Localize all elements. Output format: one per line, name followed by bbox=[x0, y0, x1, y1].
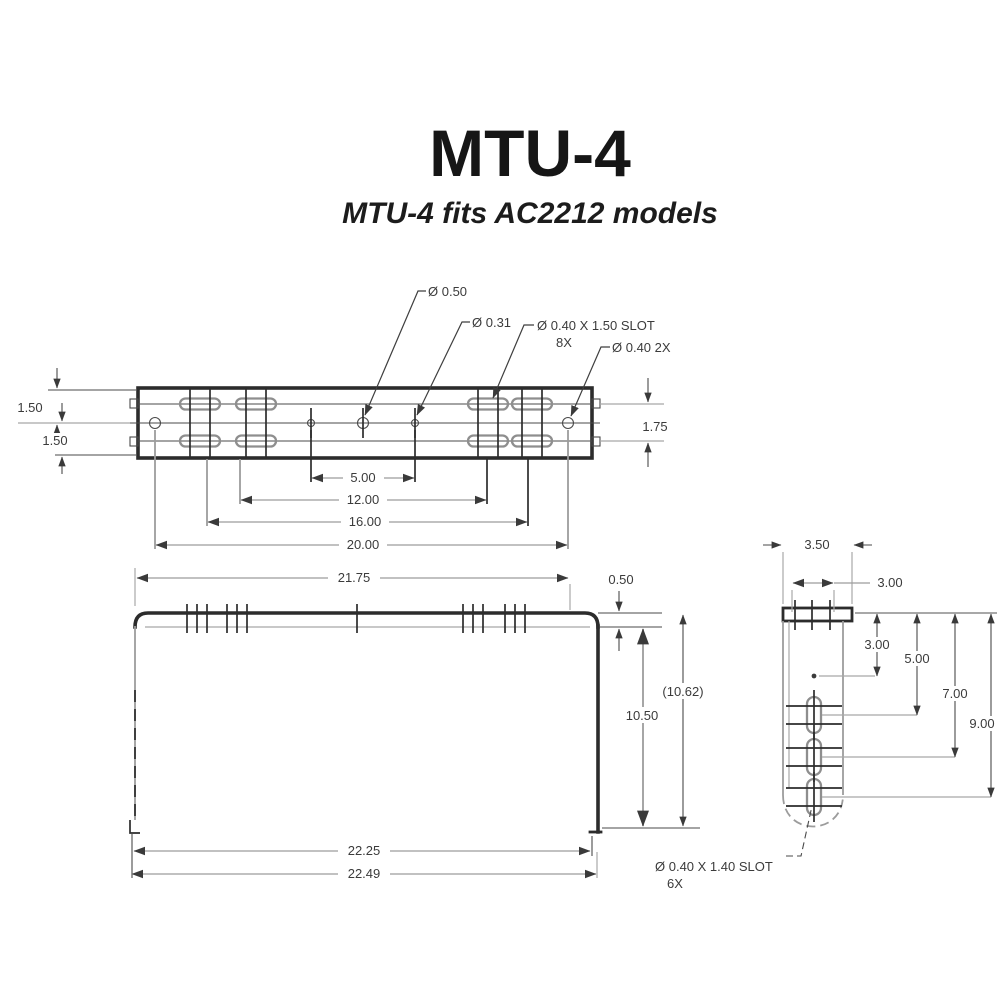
dim-right-175: 1.75 bbox=[642, 419, 667, 434]
front-view-top-edge bbox=[133, 611, 600, 629]
dim-vertical-stack: 3.00 5.00 7.00 9.00 bbox=[822, 613, 1000, 798]
dim-left-lower: 1.50 bbox=[42, 433, 67, 448]
page-subtitle: MTU-4 fits AC2212 models bbox=[342, 197, 718, 230]
leader-slot8 bbox=[492, 324, 534, 399]
dim-right: 1.75 bbox=[600, 378, 668, 467]
svg-text:21.75: 21.75 bbox=[338, 570, 371, 585]
callout-slot6-line2: 6X bbox=[667, 876, 683, 891]
callout-slot6-line1: Ø 0.40 X 1.40 SLOT bbox=[655, 859, 773, 874]
page-title: MTU-4 bbox=[429, 116, 631, 190]
svg-text:22.25: 22.25 bbox=[348, 843, 381, 858]
dim-left-upper: 1.50 bbox=[17, 400, 42, 415]
top-edge-ticks bbox=[186, 604, 526, 633]
dim-left: 1.50 1.50 bbox=[17, 368, 136, 474]
callout-slot8-line2: 8X bbox=[556, 335, 572, 350]
slots-8x bbox=[178, 389, 554, 457]
callout-d031: Ø 0.31 bbox=[472, 315, 511, 330]
svg-text:3.00: 3.00 bbox=[877, 575, 902, 590]
side-hole bbox=[811, 673, 817, 679]
svg-text:10.50: 10.50 bbox=[626, 708, 659, 723]
dim-5: 5.00 bbox=[350, 470, 375, 485]
dim-heights: 10.50 (10.62) bbox=[602, 614, 712, 829]
callout-d050: Ø 0.50 bbox=[428, 284, 467, 299]
dim-chain: 5.00 12.00 16.00 20.00 bbox=[154, 430, 569, 552]
dim-12: 12.00 bbox=[347, 492, 380, 507]
svg-text:3.00: 3.00 bbox=[864, 637, 889, 652]
front-view: 21.75 0.50 10.50 (10.62) 22.25 bbox=[129, 568, 712, 881]
side-flange bbox=[781, 606, 854, 623]
dim-21-75: 21.75 bbox=[134, 568, 571, 610]
svg-text:0.50: 0.50 bbox=[608, 572, 633, 587]
callout-d040-2x: Ø 0.40 2X bbox=[612, 340, 671, 355]
svg-text:5.00: 5.00 bbox=[904, 651, 929, 666]
side-view: 3.50 3.00 bbox=[655, 537, 1000, 891]
callout-slot8-line1: Ø 0.40 X 1.50 SLOT bbox=[537, 318, 655, 333]
leader-d031 bbox=[416, 321, 470, 416]
dim-20: 20.00 bbox=[347, 537, 380, 552]
svg-text:(10.62): (10.62) bbox=[662, 684, 703, 699]
svg-text:9.00: 9.00 bbox=[969, 716, 994, 731]
leader-d050 bbox=[364, 290, 426, 416]
dim-widths-bottom: 22.25 22.49 bbox=[131, 833, 598, 881]
dim-3-50: 3.50 bbox=[763, 537, 872, 604]
dim-0-50: 0.50 bbox=[598, 572, 662, 651]
top-view: Ø 0.50 Ø 0.31 Ø 0.40 X 1.50 SLOT 8X Ø 0.… bbox=[17, 284, 671, 552]
dim-3-00-horizontal: 3.00 bbox=[791, 575, 903, 612]
side-leg bbox=[782, 621, 844, 828]
callout-slot6: Ø 0.40 X 1.40 SLOT 6X bbox=[655, 805, 813, 891]
svg-text:22.49: 22.49 bbox=[348, 866, 381, 881]
title-block: MTU-4 MTU-4 fits AC2212 models bbox=[342, 116, 718, 230]
svg-text:3.50: 3.50 bbox=[804, 537, 829, 552]
svg-text:7.00: 7.00 bbox=[942, 686, 967, 701]
leader-d040 bbox=[570, 346, 610, 417]
dim-16: 16.00 bbox=[349, 514, 382, 529]
side-slots-6x bbox=[786, 690, 842, 822]
